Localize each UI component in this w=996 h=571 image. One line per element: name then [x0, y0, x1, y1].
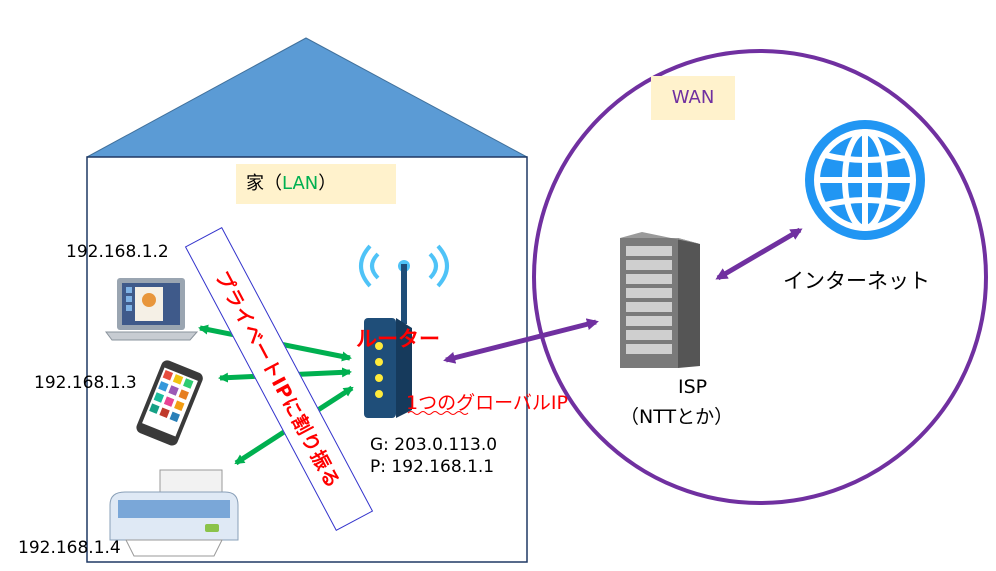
server-icon — [620, 232, 700, 368]
lan-title-lan: LAN — [282, 173, 319, 194]
router-icon — [359, 244, 449, 418]
wan-circle — [532, 49, 988, 505]
printer-ip: 192.168.1.4 — [18, 538, 121, 558]
spell-underline — [407, 411, 469, 415]
global-ip-note: 1つのグローバルIP — [406, 392, 568, 414]
phone-ip: 192.168.1.3 — [34, 373, 137, 393]
router-private-ip: P: 192.168.1.1 — [370, 457, 495, 477]
isp-sub-label: （NTTとか） — [620, 406, 734, 428]
wan-title-text: WAN — [671, 87, 715, 108]
internet-label: インターネット — [783, 269, 930, 293]
router-global-ip: G: 203.0.113.0 — [370, 435, 498, 455]
printer-icon — [109, 469, 239, 557]
wan-arrows — [443, 227, 803, 364]
laptop-icon — [105, 278, 199, 341]
lan-title: 家（LAN） — [236, 164, 396, 204]
router-label: ルーター — [356, 327, 440, 351]
router-isp-arrow — [443, 318, 599, 364]
lan-title-suffix: ） — [318, 173, 337, 194]
isp-label: ISP — [678, 376, 708, 398]
globe-icon — [805, 120, 925, 240]
laptop-ip: 192.168.1.2 — [66, 242, 169, 262]
wan-title: WAN — [651, 76, 735, 120]
house-roof — [86, 37, 528, 158]
isp-internet-arrow — [715, 227, 803, 281]
smartphone-icon — [136, 360, 203, 446]
lan-title-prefix: 家（ — [246, 173, 282, 194]
